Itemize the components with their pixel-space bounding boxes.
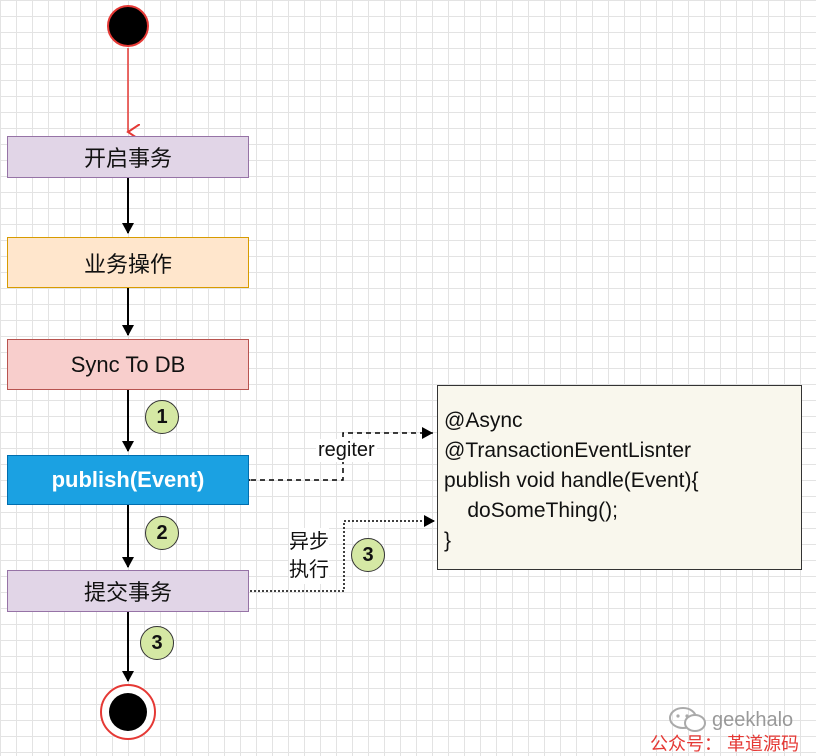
async-exec-label: 异步 执行 <box>289 528 329 584</box>
commit-transaction-label: 提交事务 <box>83 580 172 605</box>
register-connector <box>240 427 433 486</box>
code-line: } <box>444 529 452 552</box>
end-node-core <box>109 693 147 731</box>
watermark-account: 公众号： 革道源码 <box>650 734 800 754</box>
code-line: @Async <box>444 409 523 432</box>
step-badge-2: 2 <box>145 516 179 550</box>
business-operation-label: 业务操作 <box>83 251 172 277</box>
code-line: publish void handle(Event){ <box>444 469 699 492</box>
code-line: doSomeThing(); <box>444 499 618 522</box>
sync-db-label: Sync To DB <box>70 351 186 377</box>
start-transaction-node: 开启事务 <box>7 136 249 178</box>
step-badge-3-end: 3 <box>140 626 174 660</box>
register-label: regiter <box>316 439 377 462</box>
async-connector <box>250 515 435 592</box>
async-exec-line2: 执行 <box>289 559 329 581</box>
async-exec-line1: 异步 <box>289 531 329 553</box>
start-node <box>107 5 149 47</box>
publish-event-label: publish(Event) <box>51 467 205 492</box>
code-line: @TransactionEventLisnter <box>444 439 691 462</box>
event-handler-code-box: @Async @TransactionEventLisnter publish … <box>437 385 802 570</box>
step-badge-3-async: 3 <box>351 538 385 572</box>
business-operation-node: 业务操作 <box>7 237 249 288</box>
wechat-icon <box>669 707 706 732</box>
start-transaction-label: 开启事务 <box>83 146 172 171</box>
sync-db-node: Sync To DB <box>7 339 249 390</box>
commit-transaction-node: 提交事务 <box>7 570 249 612</box>
watermark-brand: geekhalo <box>712 709 794 731</box>
publish-event-node: publish(Event) <box>7 455 249 505</box>
step-badge-1: 1 <box>145 400 179 434</box>
